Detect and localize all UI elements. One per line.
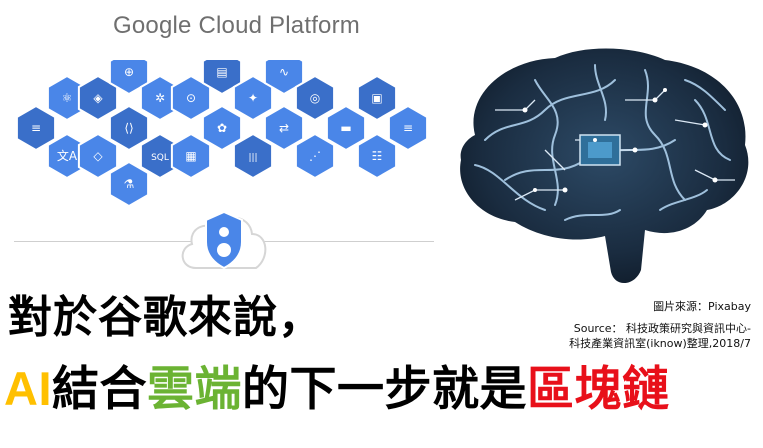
svg-text:⟨⟩: ⟨⟩ [124,121,133,135]
image-source-text: 圖片來源：Pixabay [653,300,751,313]
headline-next-step: 的下一步就是 [242,362,527,417]
list-icon: ≡ [387,104,429,152]
route-icon: ⇄ [263,104,305,152]
svg-text:|||: ||| [248,153,257,163]
headline-combine: 結合 [52,362,147,417]
diamond-icon: ◇ [77,132,119,180]
target-icon: ◎ [294,74,336,122]
headline-ai: AI [4,362,52,415]
headline-blockchain: 區塊鏈 [527,362,670,417]
headline-line-1: 對於谷歌來說， [8,292,323,343]
chart-icon: ∿ [263,60,305,96]
list-settings-icon: ☷ [356,132,398,180]
svg-text:文A: 文A [57,148,78,163]
source-line-1: Source： 科技政策研究與資訊中心- [573,322,751,335]
svg-text:⚛: ⚛ [62,91,73,105]
brain-icon: ✿ [201,104,243,152]
text-translate-icon: 文A [46,132,88,180]
svg-text:✿: ✿ [217,121,227,135]
code-icon: ⟨⟩ [108,104,150,152]
svg-text:◎: ◎ [310,91,320,105]
svg-text:⊙: ⊙ [186,91,196,105]
hexagon-icon-cluster: ≡ ⚛ 文A ◈ ◇ ⊕ ⟨⟩ ⚗ ✲ SQL ⊙ ▦ ▤ ✿ ✦ ||| ∿ ⇄ ◎ ⋰ ▬ ▣ ☷ ≡ [15,60,429,208]
grid-icon: ▤ [201,60,243,96]
svg-text:◈: ◈ [93,91,103,105]
svg-text:☷: ☷ [372,149,383,163]
source-line-2: 科技產業資訊室(iknow)整理,2018/7 [569,337,751,350]
gcp-logo: Google Cloud Platform [113,12,360,39]
svg-text:▬: ▬ [340,121,351,135]
svg-text:✦: ✦ [248,91,258,105]
svg-text:✲: ✲ [155,91,165,105]
storage-icon: ▬ [325,104,367,152]
search-chart-icon: ⊕ [108,60,150,96]
box-icon: ▣ [356,74,398,122]
svg-text:≡: ≡ [403,121,413,135]
svg-text:◇: ◇ [93,149,103,163]
list-icon: ≡ [15,104,57,152]
cloud-shield-icon [181,210,267,270]
credit-block: 圖片來源：Pixabay Source： 科技政策研究與資訊中心- 科技產業資訊… [569,299,751,351]
headline-cloud: 雲端 [147,362,242,417]
svg-text:SQL: SQL [151,153,169,163]
svg-text:⚗: ⚗ [124,177,135,191]
microchip-icon: ▦ [170,132,212,180]
svg-text:⊕: ⊕ [124,65,134,79]
analytics-icon: ⋰ [294,132,336,180]
svg-text:≡: ≡ [31,121,41,135]
svg-text:▤: ▤ [216,65,227,79]
circuit-brain-image [460,48,749,284]
svg-text:∿: ∿ [279,65,289,79]
svg-text:⋰: ⋰ [309,149,321,163]
flask-icon: ⚗ [108,160,150,208]
waveform-icon: ||| [232,132,274,180]
headline-line-2: AI結合雲端的下一步就是區塊鏈 [4,350,670,419]
svg-text:⇄: ⇄ [279,121,289,135]
svg-text:▦: ▦ [185,149,196,163]
svg-text:▣: ▣ [371,91,382,105]
